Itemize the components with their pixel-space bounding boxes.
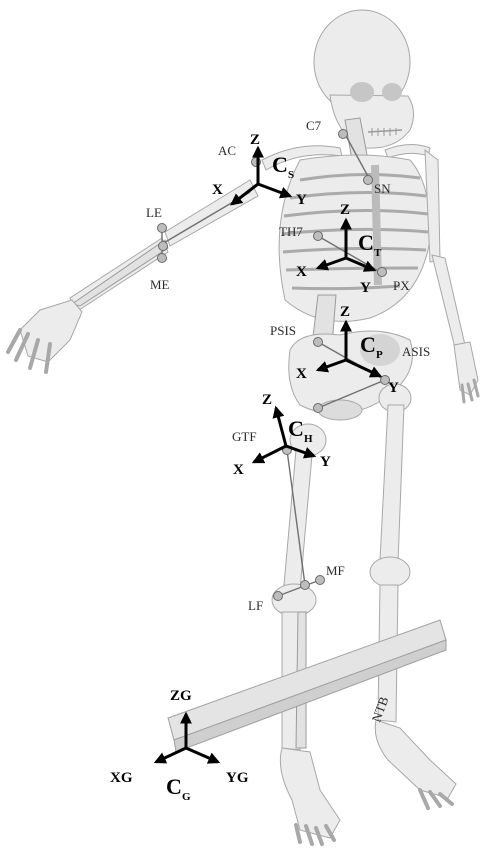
label-asis: ASIS [402, 344, 430, 359]
pelvis-z-label: Z [340, 304, 350, 320]
label-sn: SN [374, 181, 391, 196]
pelvis-frame-sub: P [376, 349, 383, 361]
label-psis: PSIS [270, 323, 296, 338]
shoulder-x-label: X [212, 182, 223, 198]
thorax-z-label: Z [340, 202, 350, 218]
right-clavicle [385, 144, 430, 158]
shoulder-y-arrow [258, 184, 290, 196]
hip-y-label: Y [320, 454, 331, 470]
marker-elbow-center [159, 242, 168, 251]
pelvis-frame-label: C [360, 332, 376, 357]
marker-knee-center [301, 581, 310, 590]
hip-frame-sub: H [304, 433, 313, 445]
hip-z-arrow [276, 408, 286, 446]
ground-z-label: ZG [170, 688, 192, 704]
ground-x-label: XG [110, 770, 133, 786]
marker-sn [364, 176, 373, 185]
marker-hip-center [314, 404, 323, 413]
hip-x-label: X [233, 462, 244, 478]
label-gtf: GTF [232, 429, 257, 444]
marker-le [158, 224, 167, 233]
label-le: LE [146, 205, 162, 220]
shoulder-frame-label: C [272, 152, 288, 177]
pelvis-x-label: X [296, 366, 307, 382]
hip-z-label: Z [262, 392, 272, 408]
label-me: ME [150, 277, 170, 292]
thorax-frame-label: C [358, 230, 374, 255]
skull [314, 10, 414, 148]
marker-c7 [339, 130, 348, 139]
shoulder-frame-sub: S [288, 169, 294, 181]
ground-x-arrow [156, 748, 186, 762]
left-leg [272, 424, 340, 844]
shoulder-z-label: Z [250, 132, 260, 148]
label-mf: MF [326, 563, 345, 578]
hip-frame-label: C [288, 416, 304, 441]
marker-me [158, 254, 167, 263]
thorax-x-label: X [296, 264, 307, 280]
marker-psis [314, 338, 323, 347]
ground-frame-label: C [166, 774, 182, 799]
label-lf: LF [248, 598, 263, 613]
thorax-frame-sub: T [374, 247, 382, 259]
ground-frame-sub: G [182, 791, 191, 803]
pelvis-y-label: Y [388, 380, 399, 396]
label-ac: AC [218, 143, 236, 158]
marker-th7 [314, 232, 323, 241]
label-th7: TH7 [279, 224, 303, 239]
marker-mf [316, 576, 325, 585]
right-leg [370, 384, 456, 808]
ground-y-label: YG [226, 770, 249, 786]
marker-lf [274, 592, 283, 601]
label-c7: C7 [306, 118, 322, 133]
thorax-y-label: Y [360, 280, 371, 296]
right-arm [425, 150, 478, 402]
skeleton-illustration [8, 10, 478, 844]
marker-px [378, 268, 387, 277]
shoulder-y-label: Y [296, 192, 307, 208]
hip-x-arrow [254, 446, 286, 462]
label-px: PX [393, 278, 410, 293]
ground-y-arrow [186, 748, 218, 762]
